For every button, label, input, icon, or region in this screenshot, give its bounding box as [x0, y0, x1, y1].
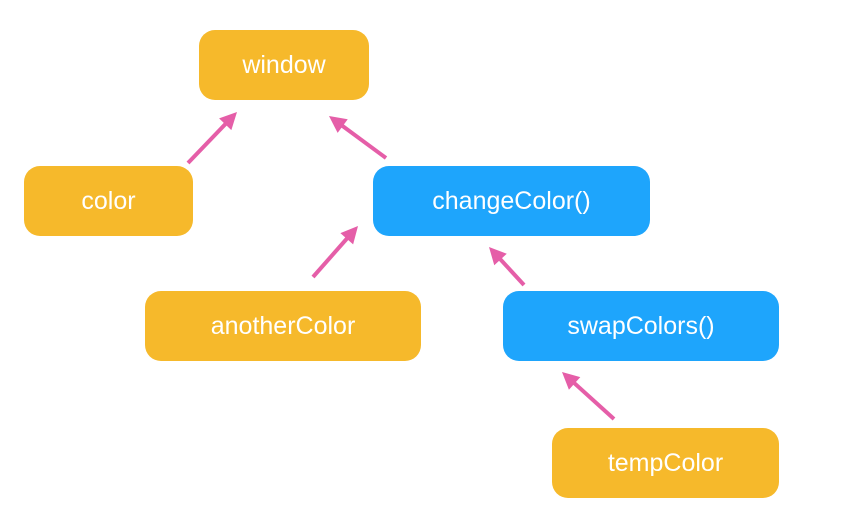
arrow-changeColor-to-window [329, 116, 388, 160]
arrow-head [219, 112, 237, 131]
arrow-shaft [497, 256, 526, 287]
arrow-head [562, 372, 581, 390]
arrow-color-to-window [186, 112, 237, 165]
arrow-tempColor-to-swapColors [562, 372, 616, 421]
arrow-head [340, 226, 358, 245]
arrow-head [329, 116, 348, 133]
node-tempColor: tempColor [552, 428, 779, 498]
arrow-shaft [311, 235, 350, 279]
arrow-anotherColor-to-changeColor [311, 226, 358, 279]
node-window: window [199, 30, 369, 100]
node-changeColor: changeColor() [373, 166, 650, 236]
arrow-swapColors-to-changeColor [489, 247, 526, 287]
node-anotherColor: anotherColor [145, 291, 421, 361]
arrow-shaft [571, 380, 616, 421]
arrow-shaft [339, 123, 388, 160]
node-color: color [24, 166, 193, 236]
arrow-head [489, 247, 507, 266]
node-swapColors: swapColors() [503, 291, 779, 361]
arrow-shaft [186, 121, 229, 165]
